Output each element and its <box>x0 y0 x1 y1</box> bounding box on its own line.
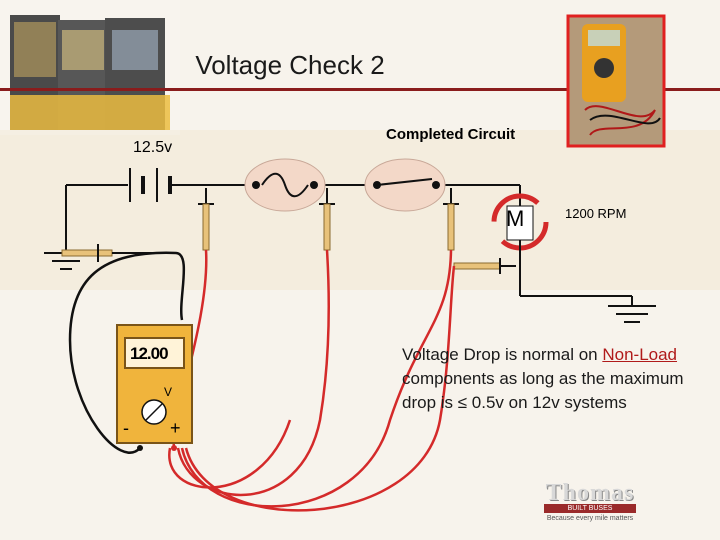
note-text-end: components as long as the maximum drop i… <box>402 369 684 412</box>
thomas-logo: Thomas BUILT BUSES Because every mile ma… <box>540 480 640 530</box>
note-text-start: Voltage Drop is normal on <box>402 345 603 364</box>
switch-symbol <box>373 178 440 189</box>
ground-symbol-right <box>608 305 656 323</box>
note-highlight: Non-Load <box>602 345 678 364</box>
background-bus-fade <box>0 130 720 290</box>
battery-symbol <box>126 168 178 202</box>
motor-speed-label: 1200 RPM <box>565 206 627 221</box>
logo-brand: Thomas <box>545 480 635 506</box>
motor-label: M <box>506 206 525 231</box>
bus-photo-collage <box>0 0 180 135</box>
meter-negative-label: - <box>123 418 129 438</box>
logo-subtitle: BUILT BUSES <box>544 504 636 513</box>
circuit-status-label: Completed Circuit <box>386 126 516 143</box>
meter-neg-jack <box>137 445 143 451</box>
battery-voltage-label: 12.5v <box>133 139 173 156</box>
meter-pos-jack <box>171 445 177 451</box>
slide-title: Voltage Check 2 <box>195 50 385 80</box>
logo-tagline: Because every mile matters <box>546 515 634 522</box>
meter-display-reading: 12.00 <box>130 344 169 363</box>
voltmeter <box>116 324 193 451</box>
black-test-lead <box>68 251 186 454</box>
meter-positive-label: + <box>170 418 181 438</box>
switch-highlight <box>364 158 446 212</box>
red-test-leads <box>168 249 456 512</box>
title-rule <box>0 88 720 91</box>
meter-unit-label: V <box>164 385 173 399</box>
multimeter-photo <box>566 14 666 148</box>
voltage-drop-note: Voltage Drop is normal on Non-Load compo… <box>402 343 702 415</box>
fuse-symbol <box>252 172 318 198</box>
